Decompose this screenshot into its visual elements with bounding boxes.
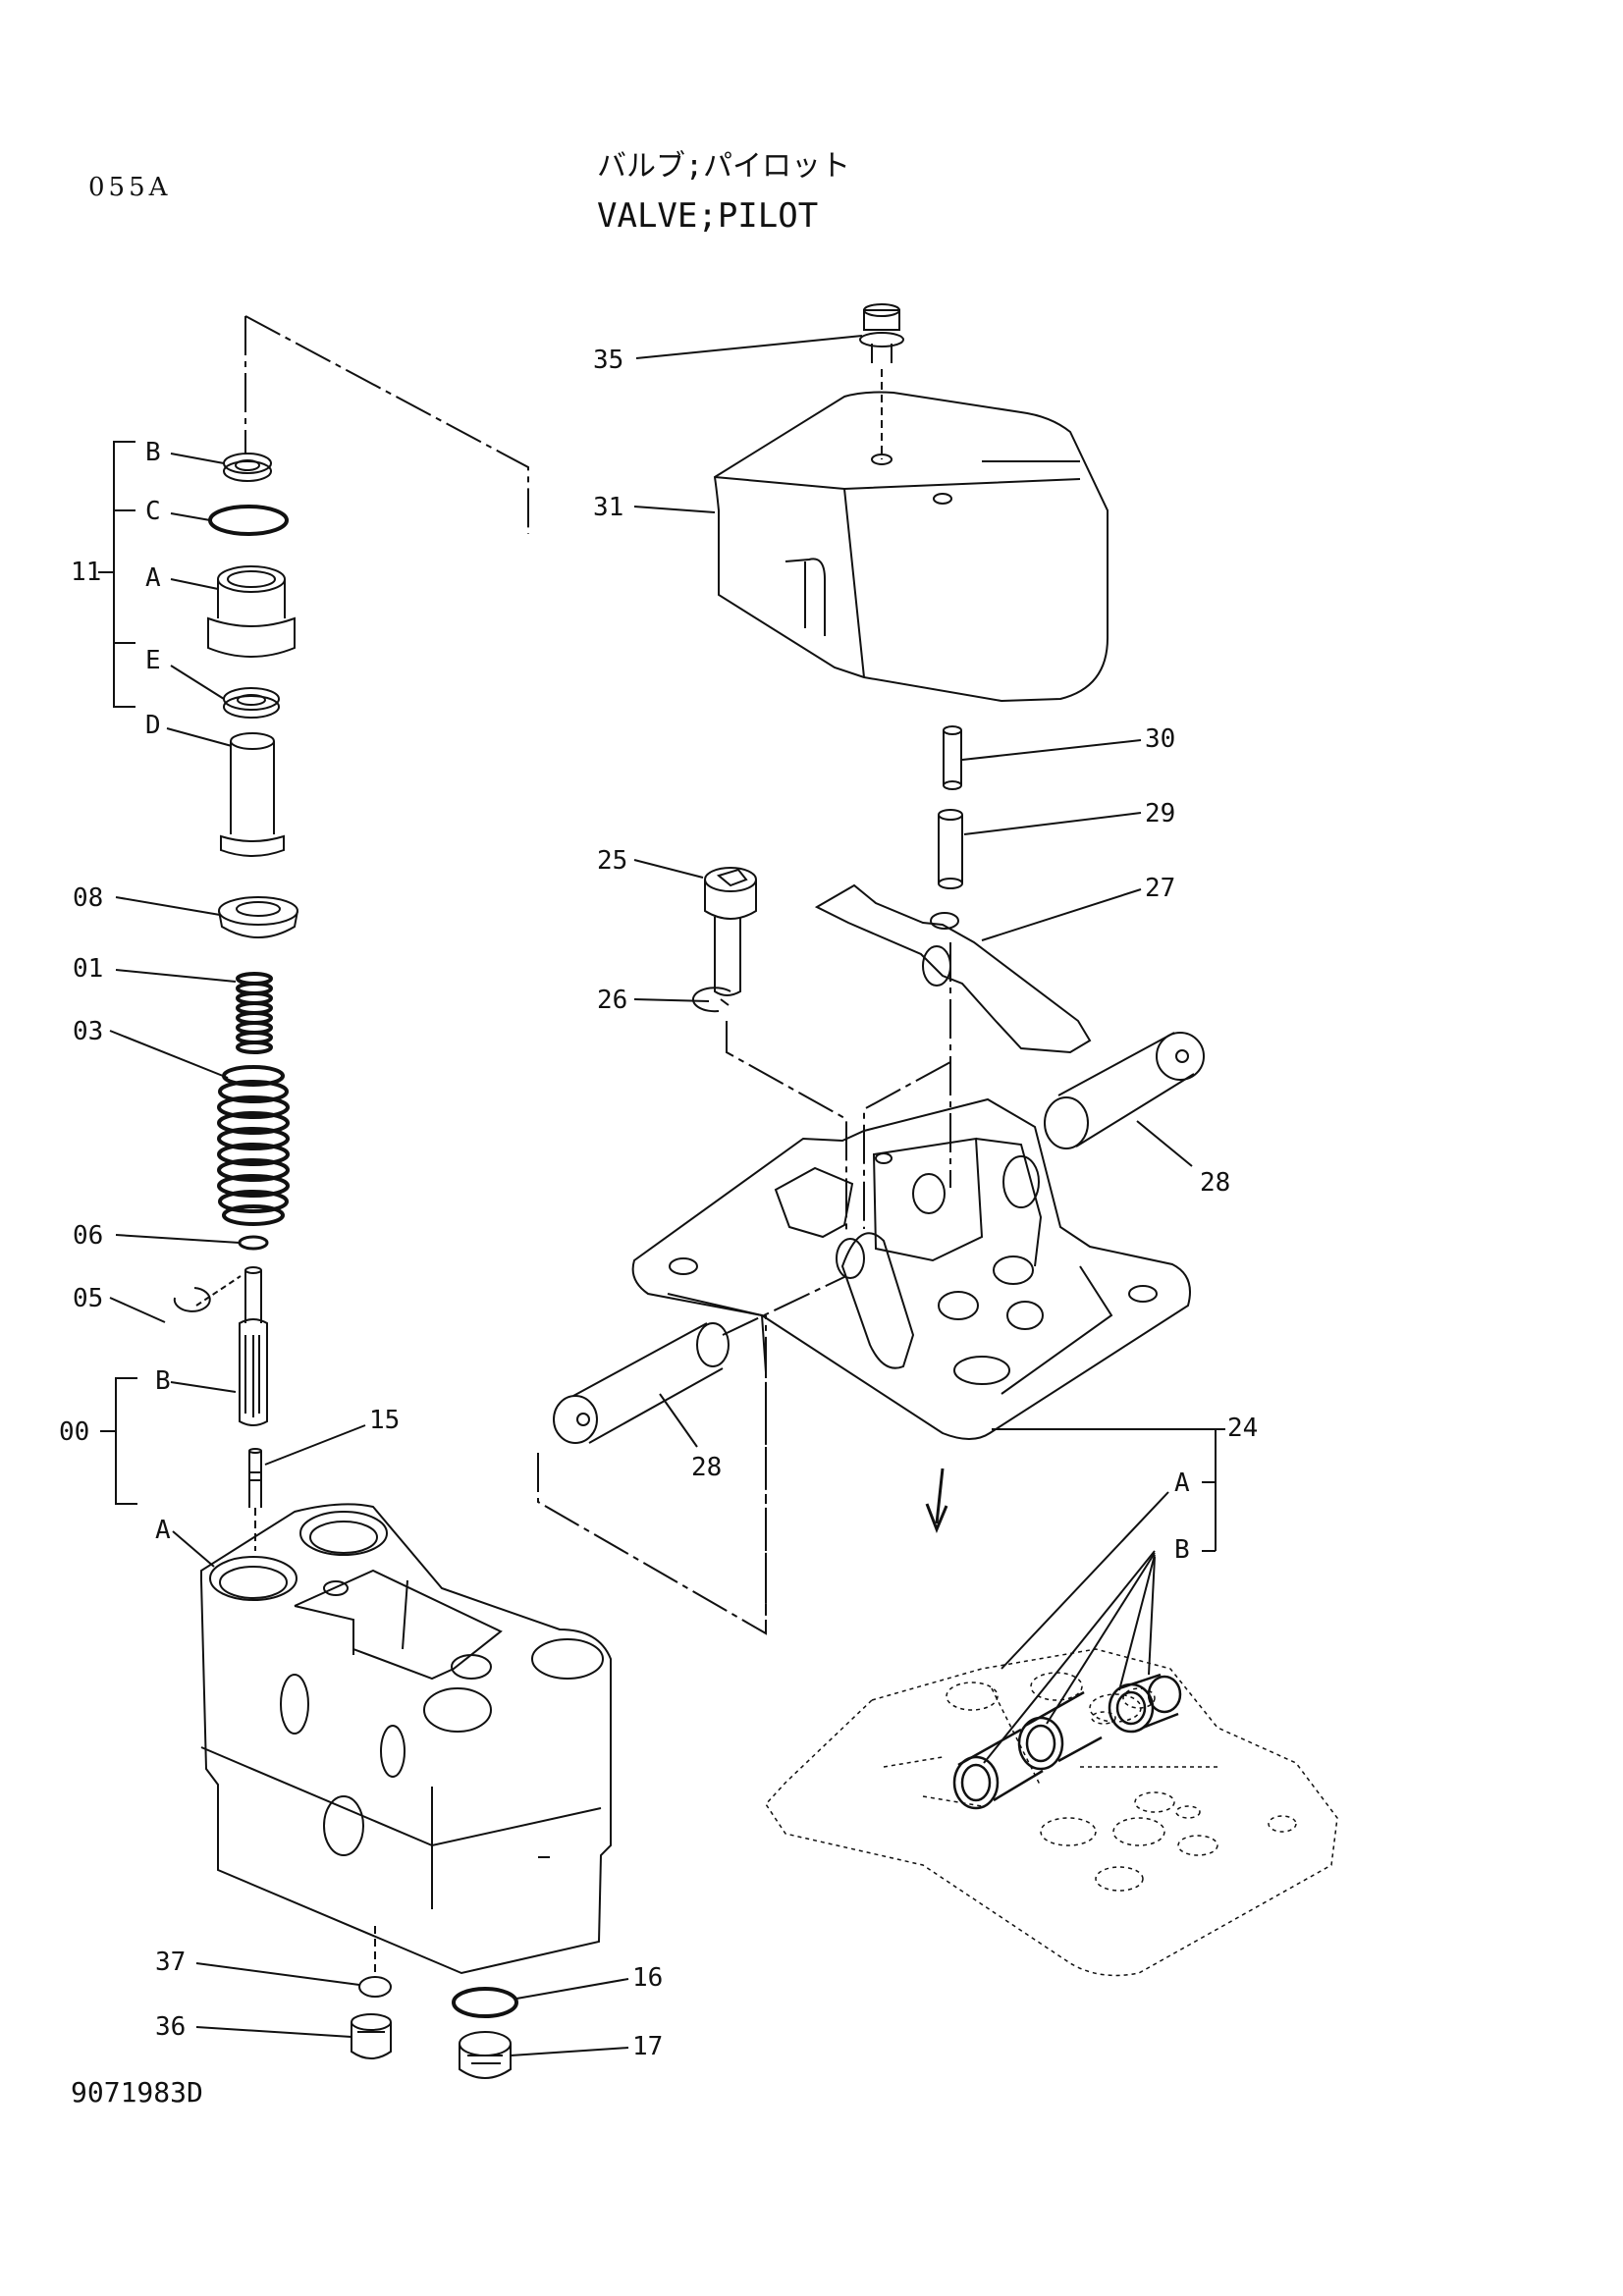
label-31: 31 bbox=[593, 493, 624, 522]
label-28-upper: 28 bbox=[1200, 1168, 1231, 1198]
part-05-snap-ring bbox=[175, 1288, 210, 1311]
part-26-lock-washer bbox=[693, 988, 730, 1011]
label-01: 01 bbox=[73, 954, 104, 984]
bracket-00 bbox=[116, 1378, 137, 1504]
label-24-a: A bbox=[1174, 1468, 1190, 1498]
part-15-pin bbox=[249, 1449, 261, 1508]
label-30: 30 bbox=[1145, 724, 1176, 754]
part-31-cover bbox=[715, 393, 1108, 702]
part-25-socket-bolt bbox=[705, 868, 756, 995]
guide-line-top-left bbox=[245, 316, 528, 534]
label-00: 00 bbox=[59, 1417, 90, 1447]
part-11-e-ring bbox=[224, 688, 279, 718]
drawing-number: 9071983D bbox=[71, 2076, 203, 2109]
part-16-oring bbox=[454, 1989, 516, 2016]
part-29-pin bbox=[939, 810, 962, 888]
label-08: 08 bbox=[73, 883, 104, 913]
label-00-a: A bbox=[155, 1516, 171, 1545]
label-11: 11 bbox=[71, 558, 102, 587]
part-35-bolt bbox=[860, 304, 903, 363]
part-27-lever bbox=[817, 885, 1090, 1052]
label-36: 36 bbox=[155, 2012, 187, 2042]
part-08-spring-seat bbox=[219, 897, 298, 937]
title-english: VALVE;PILOT bbox=[597, 196, 819, 236]
part-11-d-sleeve bbox=[221, 733, 284, 856]
part-00-b-spool bbox=[240, 1267, 267, 1425]
label-11-c: C bbox=[145, 497, 161, 526]
label-25: 25 bbox=[597, 846, 628, 876]
part-06-washer bbox=[240, 1237, 267, 1249]
direction-arrow bbox=[937, 1468, 943, 1523]
part-17-plug bbox=[460, 2032, 511, 2078]
part-11-c-oring bbox=[210, 507, 287, 534]
part-24-ports bbox=[954, 1675, 1180, 1808]
part-28-pin-lower bbox=[554, 1323, 729, 1443]
label-00-b: B bbox=[155, 1366, 171, 1396]
label-03: 03 bbox=[73, 1017, 104, 1046]
part-00-a-valve-body bbox=[201, 1504, 611, 1973]
label-05: 05 bbox=[73, 1284, 104, 1313]
part-24-base-plate bbox=[633, 1099, 1190, 1439]
label-16: 16 bbox=[632, 1963, 664, 1993]
label-11-b: B bbox=[145, 438, 161, 467]
bracket-11 bbox=[114, 442, 135, 707]
page-code: 055A bbox=[88, 173, 172, 202]
label-29: 29 bbox=[1145, 799, 1176, 828]
part-28-pin-upper bbox=[1045, 1033, 1204, 1148]
label-17: 17 bbox=[632, 2032, 664, 2061]
part-03-outer-spring bbox=[219, 1067, 288, 1224]
part-01-inner-spring bbox=[238, 974, 271, 1052]
label-35: 35 bbox=[593, 346, 624, 375]
label-24: 24 bbox=[1227, 1414, 1259, 1443]
part-24-underside-view bbox=[766, 1649, 1337, 1975]
label-11-a: A bbox=[145, 563, 161, 593]
label-11-d: D bbox=[145, 711, 161, 740]
part-30-pin bbox=[944, 726, 961, 789]
label-06: 06 bbox=[73, 1221, 104, 1251]
label-28-lower: 28 bbox=[691, 1453, 723, 1482]
label-37: 37 bbox=[155, 1948, 187, 1977]
label-15: 15 bbox=[369, 1406, 401, 1435]
label-24-b: B bbox=[1174, 1535, 1190, 1565]
part-11-a-bushing bbox=[208, 566, 295, 657]
label-11-e: E bbox=[145, 646, 161, 675]
title-japanese: バルブ;パイロット bbox=[597, 149, 851, 184]
part-37-oring bbox=[359, 1977, 391, 1997]
label-27: 27 bbox=[1145, 874, 1176, 903]
part-36-plug bbox=[352, 2014, 391, 2058]
label-26: 26 bbox=[597, 986, 628, 1015]
part-11-b-seal bbox=[224, 454, 271, 481]
